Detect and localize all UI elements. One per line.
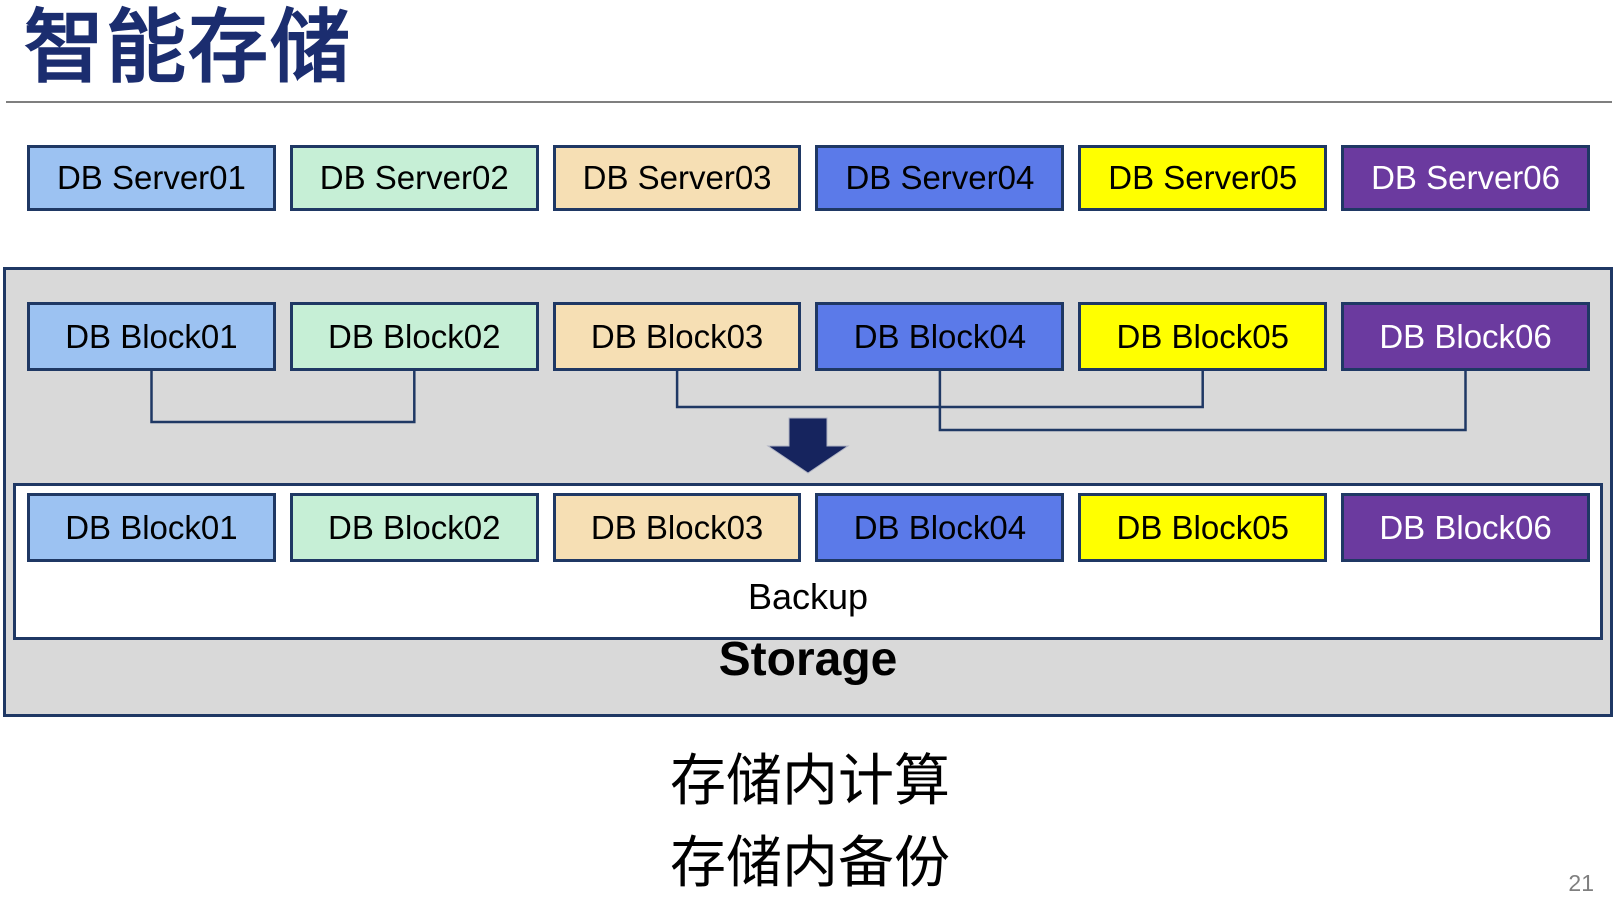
backup-label: Backup (747, 576, 869, 617)
title-divider (6, 101, 1612, 103)
caption-text: 存储内计算 存储内备份 (0, 740, 1620, 904)
db-block-top-04: DB Block04 (815, 302, 1065, 371)
db-block-top-05: DB Block05 (1078, 302, 1328, 371)
db-block-top-06: DB Block06 (1341, 302, 1590, 371)
db-server-box-04: DB Server04 (815, 145, 1065, 211)
db-block-top-03: DB Block03 (552, 302, 802, 371)
db-block-row-top: DB Block01 DB Block02 DB Block03 DB Bloc… (27, 302, 1590, 371)
page-title: 智能存储 (24, 3, 352, 92)
db-block-bottom-05: DB Block05 (1078, 493, 1328, 562)
db-server-box-01: DB Server01 (27, 145, 276, 211)
caption-line-2: 存储内备份 (670, 831, 950, 894)
db-block-bottom-02: DB Block02 (289, 493, 539, 562)
db-block-bottom-01: DB Block01 (27, 493, 276, 562)
db-block-bottom-04: DB Block04 (815, 493, 1065, 562)
db-block-top-01: DB Block01 (27, 302, 276, 371)
page-number: 21 (1568, 870, 1594, 896)
db-block-bottom-06: DB Block06 (1341, 493, 1590, 562)
db-server-box-06: DB Server06 (1341, 145, 1590, 211)
db-server-row: DB Server01 DB Server02 DB Server03 DB S… (27, 145, 1590, 211)
storage-label: Storage (718, 633, 898, 686)
db-block-top-02: DB Block02 (289, 302, 539, 371)
db-server-box-02: DB Server02 (289, 145, 539, 211)
db-server-box-05: DB Server05 (1078, 145, 1328, 211)
backup-box (13, 483, 1603, 640)
db-server-box-03: DB Server03 (552, 145, 802, 211)
caption-line-1: 存储内计算 (670, 749, 950, 812)
db-block-row-bottom: DB Block01 DB Block02 DB Block03 DB Bloc… (27, 493, 1590, 562)
db-block-bottom-03: DB Block03 (552, 493, 802, 562)
